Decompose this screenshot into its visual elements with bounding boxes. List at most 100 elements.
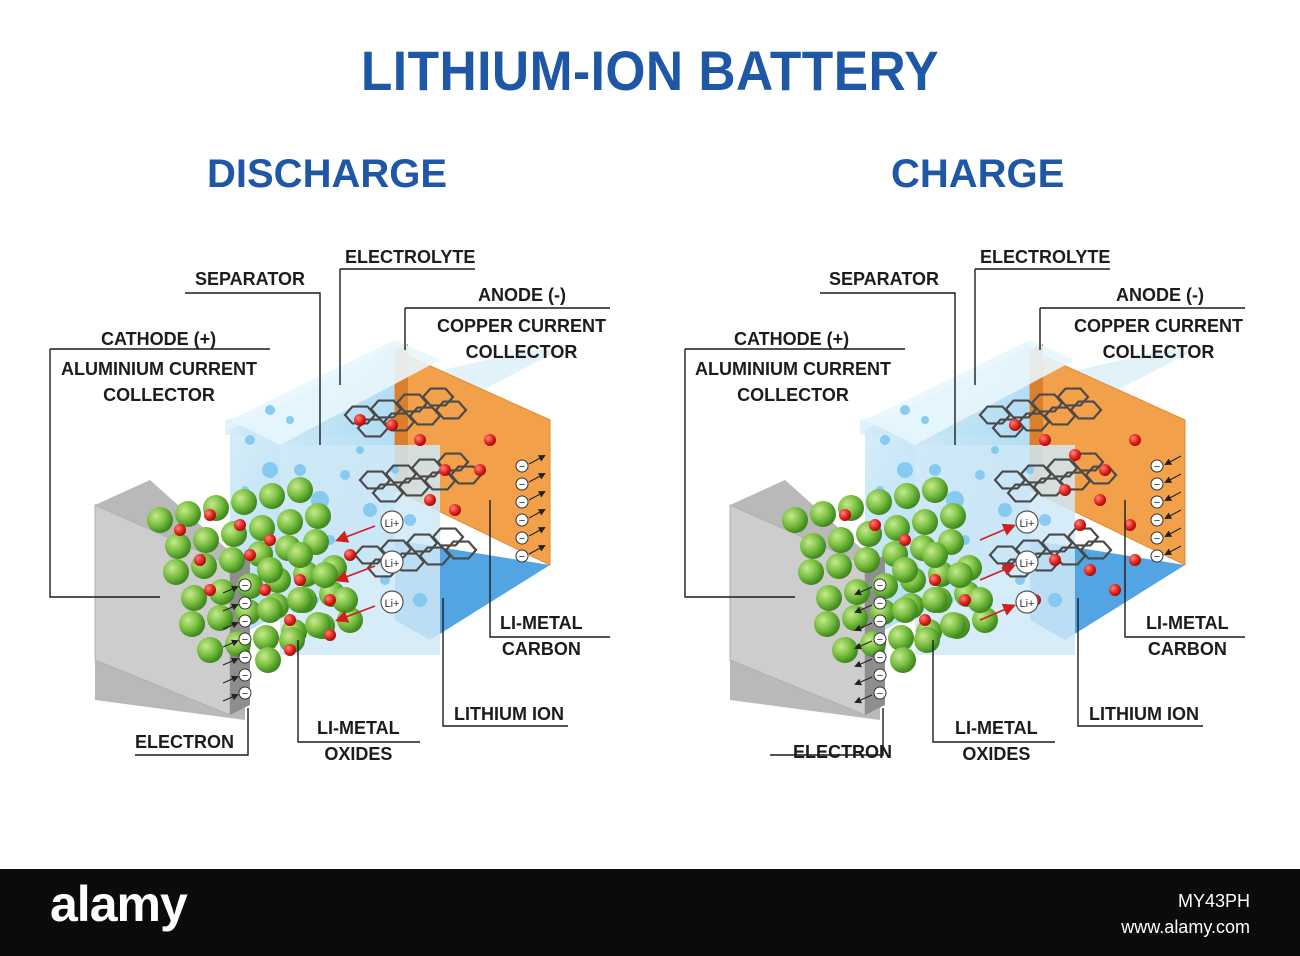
electron-dot [238,668,252,682]
ion-flow-arrow [335,525,376,543]
carbon-hexagon [405,533,439,553]
lithium-ion-dot [204,509,216,521]
electron-dot [515,531,529,545]
lithium-ion-dot [194,554,206,566]
leader-line [442,598,568,727]
oxide-sphere [287,587,313,613]
electron-symbol: − [877,652,883,664]
electrolyte-pore [356,446,364,454]
leader-lines [49,268,610,756]
anode-collector-label: COPPER CURRENT COLLECTOR [437,313,606,365]
electron-symbol: − [242,616,248,628]
carbon-hexagon [1045,458,1079,478]
electron-dot [515,549,529,563]
oxide-sphere [888,625,914,651]
carbon-hexagon [1079,540,1113,560]
oxide-sphere [922,477,948,503]
lithium-ion-label: LITHIUM ION [454,704,564,724]
electron-symbol: − [519,533,525,545]
oxide-sphere [922,587,948,613]
electron-arrow [528,545,546,555]
electron-dot [238,686,252,700]
electron-arrow [854,622,873,632]
oxide-sphere [832,637,858,663]
electron-symbol: − [877,670,883,682]
oxide-sphere [253,625,279,651]
lithium-ion-dot [244,549,256,561]
electrolyte-pore [900,405,910,415]
anode-collector-line-2: COLLECTOR [1102,342,1215,362]
electron-symbol: − [1154,479,1160,491]
oxide-sphere [207,605,233,631]
electrolyte-pore [245,435,255,445]
oxide-sphere [894,483,920,509]
oxides-label: LI-METAL OXIDES [317,715,400,767]
lithium-ion-dot [204,584,216,596]
separator-top [865,340,1075,445]
electron-arrow [854,604,873,614]
leader-line [684,349,795,598]
cathode-collector-line-2: COLLECTOR [103,385,215,405]
cathode-collector-label: ALUMINIUM CURRENT COLLECTOR [61,356,257,408]
oxide-sphere [219,547,245,573]
electron-symbol: − [877,688,883,700]
electron-arrow [528,509,546,519]
lithium-ion-dot [1129,554,1141,566]
li-ion-badge [1015,590,1039,614]
electron-dot [1150,495,1164,509]
oxides-line-2: OXIDES [962,744,1031,764]
electron-symbol: − [242,688,248,700]
separator-label: SEPARATOR [195,269,306,289]
oxide-sphere [181,585,207,611]
ion-flow-arrow [979,603,1016,621]
anode-collector-label: COPPER CURRENT COLLECTOR [1074,313,1243,365]
electron-dot [238,650,252,664]
electron-symbol: − [519,551,525,563]
lithium-ion-dot [1049,554,1061,566]
lithium-ion-dot [474,464,486,476]
oxide-sphere [892,597,918,623]
oxide-sphere [826,553,852,579]
carbon-line-1: LI-METAL [1146,613,1229,633]
electron-dot [873,632,887,646]
charge-heading: CHARGE [891,152,1065,196]
cathode-label: CATHODE (+) [734,329,850,349]
oxide-sphere [892,557,918,583]
oxide-sphere [914,627,940,653]
carbon-hexagon [408,406,442,426]
electrolyte-pore [1026,466,1034,474]
oxide-sphere [967,587,993,613]
carbon-hexagon [1071,452,1105,472]
electron-dot [515,495,529,509]
oxide-sphere [800,533,826,559]
electron-arrow [222,621,239,630]
oxide-sphere [854,547,880,573]
electron-arrow [222,657,239,666]
carbon-hexagon [384,464,418,484]
oxide-sphere [798,559,824,585]
electron-dot [1150,531,1164,545]
electron-arrow [222,639,239,648]
electron-arrow [222,675,239,684]
anode-collector-line-1: COPPER CURRENT [437,316,607,336]
cathode-label: CATHODE (+) [101,329,217,349]
anode-collector-line-2: COLLECTOR [465,342,578,362]
electron-arrow [854,676,873,686]
carbon-hexagon [1058,471,1092,491]
electrolyte-pore [1048,593,1062,607]
electron-symbol: − [519,461,525,473]
carbon-hexagon [993,470,1027,490]
carbon-hexagon [410,458,444,478]
lithium-ion-dot [294,574,306,586]
leader-line [770,708,884,756]
image-id: MY43PH [1177,891,1250,911]
electron-symbol: − [519,497,525,509]
lithium-ion-dot [414,434,426,446]
electrolyte-label: ELECTROLYTE [980,247,1111,267]
lithium-ion-dot [919,614,931,626]
electron-dot [1150,513,1164,527]
electron-dot [873,650,887,664]
discharge-diagram: Li+Li+Li+−−−−−−−−−−−−− [49,268,610,756]
lithium-ion-dot [1109,584,1121,596]
